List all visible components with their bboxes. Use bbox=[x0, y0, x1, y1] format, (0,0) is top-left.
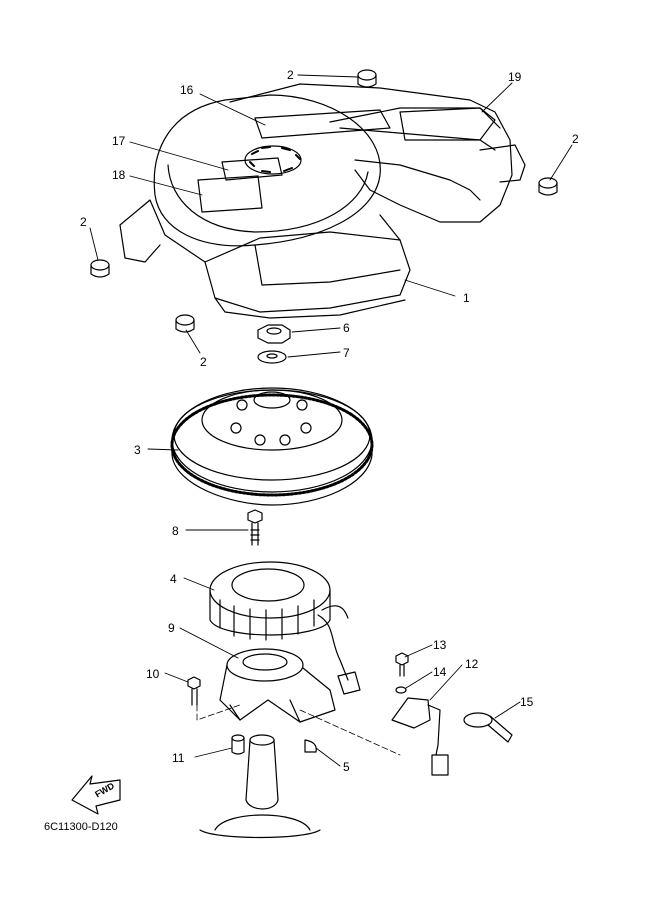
callout-1: 1 bbox=[463, 291, 470, 305]
callout-6: 6 bbox=[343, 321, 350, 335]
flywheel-cover bbox=[119, 83, 526, 319]
callout-14: 14 bbox=[433, 665, 447, 679]
woodruff-key bbox=[304, 739, 317, 753]
nut bbox=[257, 324, 291, 344]
callout-13: 13 bbox=[433, 638, 447, 652]
callout-18: 18 bbox=[112, 168, 126, 182]
stator-base bbox=[219, 648, 336, 723]
pulser-coil bbox=[391, 697, 449, 776]
callout-2-bottom: 2 bbox=[200, 355, 207, 369]
callout-2-left: 2 bbox=[80, 215, 87, 229]
washer bbox=[257, 350, 287, 364]
callout-7: 7 bbox=[343, 346, 350, 360]
callout-15: 15 bbox=[520, 695, 534, 709]
grommet-right bbox=[538, 177, 558, 196]
grommet-bottom bbox=[175, 314, 195, 333]
rectifier-washer bbox=[395, 686, 407, 694]
callout-19: 19 bbox=[508, 70, 522, 84]
fwd-arrow-icon bbox=[71, 775, 121, 815]
leader-lines bbox=[89, 74, 573, 767]
callout-4: 4 bbox=[170, 572, 177, 586]
callout-5: 5 bbox=[343, 760, 350, 774]
flywheel-bolt bbox=[247, 509, 263, 546]
callout-11: 11 bbox=[172, 751, 185, 765]
grommet-left bbox=[90, 259, 110, 278]
rectifier-bolt bbox=[395, 652, 409, 677]
grommet-top bbox=[357, 69, 377, 88]
alignment-lines bbox=[196, 704, 401, 756]
callout-16: 16 bbox=[180, 83, 194, 97]
flywheel bbox=[170, 387, 374, 506]
callout-2-right: 2 bbox=[572, 132, 579, 146]
callout-9: 9 bbox=[168, 621, 175, 635]
stator bbox=[209, 561, 361, 695]
base-bolt bbox=[187, 676, 201, 706]
callout-3: 3 bbox=[134, 443, 141, 457]
callout-8: 8 bbox=[172, 524, 179, 538]
grommets bbox=[90, 69, 558, 333]
crankshaft bbox=[199, 734, 321, 839]
callout-12: 12 bbox=[465, 657, 479, 671]
callout-2-top: 2 bbox=[287, 68, 294, 82]
diagram-code: 6C11300-D120 bbox=[44, 821, 118, 833]
callout-17: 17 bbox=[112, 134, 126, 148]
callout-labels: 1 2 2 2 2 3 4 5 6 7 8 9 10 11 12 13 14 1… bbox=[80, 68, 579, 774]
callout-10: 10 bbox=[146, 667, 160, 681]
cable-clamp bbox=[463, 712, 513, 743]
dowel-pin bbox=[231, 734, 245, 755]
